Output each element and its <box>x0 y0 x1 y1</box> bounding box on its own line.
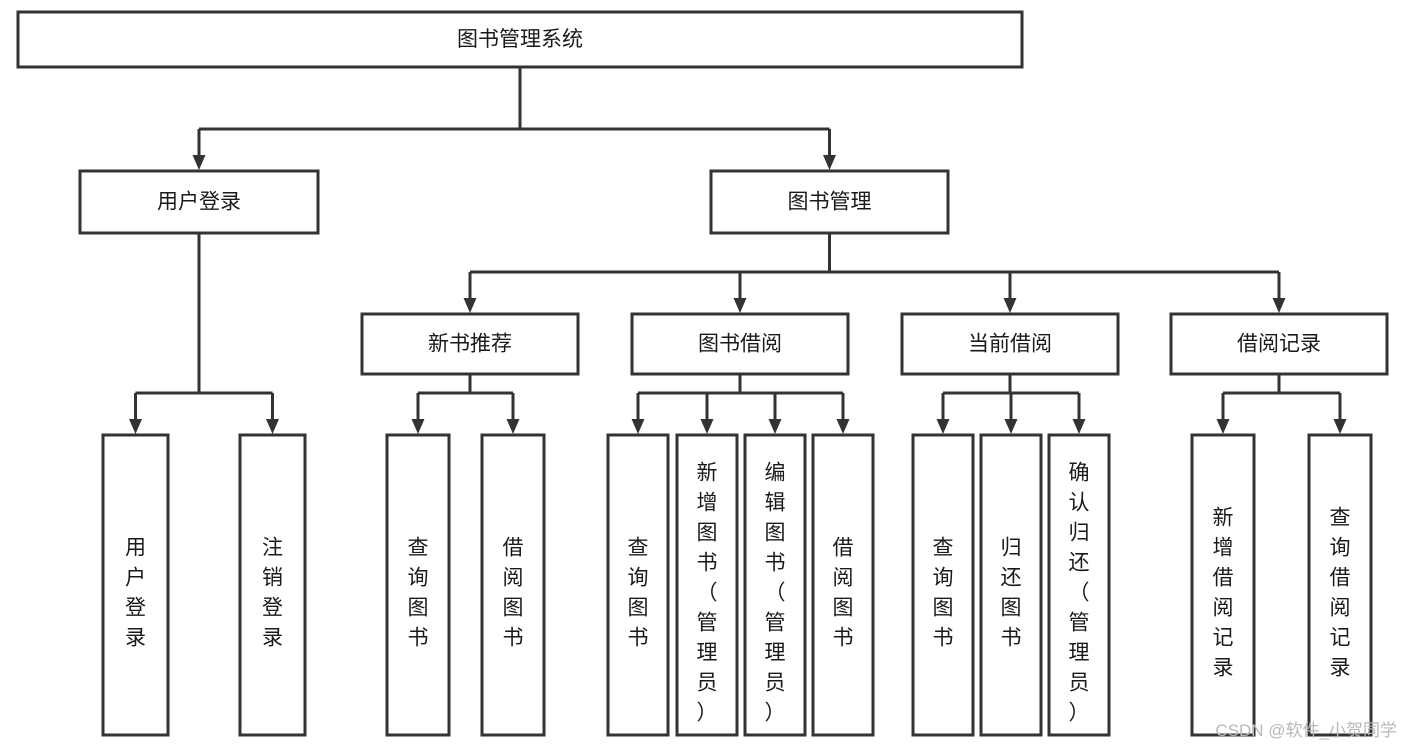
arrowhead-icon <box>266 419 279 434</box>
node-label: 借阅图书 <box>503 536 524 649</box>
edge-group-l2_user_login <box>129 233 279 434</box>
node-box[interactable] <box>238 433 307 737</box>
node-label: 新书推荐 <box>428 333 512 356</box>
edge-group-root <box>192 67 836 170</box>
node-box[interactable] <box>1307 433 1373 737</box>
arrowhead-icon <box>1003 298 1017 313</box>
node-layer: 图书管理系统用户登录图书管理新书推荐图书借阅当前借阅借阅记录用户登录注销登录查询… <box>16 10 1389 737</box>
node-leaf-add-record[interactable]: 新增借阅记录 <box>1190 433 1256 737</box>
node-leaf-borrow-book-2[interactable]: 借阅图书 <box>811 433 875 737</box>
node-label: 编辑图书（管理员） <box>765 461 786 724</box>
arrowhead-icon <box>411 419 425 434</box>
node-label: 查询图书 <box>933 536 954 649</box>
node-leaf-confirm-return[interactable]: 确认归还（管理员） <box>1047 433 1111 737</box>
node-label: 图书借阅 <box>698 333 782 356</box>
node-box[interactable] <box>630 312 850 376</box>
arrowhead-icon <box>823 155 836 170</box>
node-box[interactable] <box>16 10 1024 69</box>
node-l3-borrow-record[interactable]: 借阅记录 <box>1169 312 1389 376</box>
node-box[interactable] <box>743 433 807 737</box>
arrowhead-icon <box>1333 419 1347 434</box>
node-label: 查询图书 <box>628 536 649 649</box>
node-label: 新增借阅记录 <box>1213 506 1234 679</box>
arrowhead-icon <box>733 298 747 313</box>
edge-group-l3_book_borrow <box>631 374 850 434</box>
node-l3-book-borrow[interactable]: 图书借阅 <box>630 312 850 376</box>
arrowhead-icon <box>700 419 714 434</box>
node-box[interactable] <box>811 433 875 737</box>
arrowhead-icon <box>129 419 142 434</box>
node-leaf-query-record[interactable]: 查询借阅记录 <box>1307 433 1373 737</box>
node-box[interactable] <box>78 169 320 235</box>
node-box[interactable] <box>360 312 580 376</box>
arrowhead-icon <box>1004 419 1018 434</box>
node-box[interactable] <box>979 433 1043 737</box>
node-box[interactable] <box>1047 433 1111 737</box>
arrowhead-icon <box>631 419 645 434</box>
arrowhead-icon <box>936 419 950 434</box>
node-leaf-logout[interactable]: 注销登录 <box>238 433 307 737</box>
node-label: 确认归还（管理员） <box>1069 461 1090 724</box>
node-label: 当前借阅 <box>968 333 1052 356</box>
edge-group-l3_current_borrow <box>936 374 1086 434</box>
node-box[interactable] <box>900 312 1120 376</box>
arrowhead-icon <box>768 419 782 434</box>
node-label: 新增图书（管理员） <box>697 461 718 724</box>
node-label: 图书管理系统 <box>457 28 583 51</box>
node-label: 图书管理 <box>788 191 872 214</box>
node-label: 借阅记录 <box>1237 333 1321 356</box>
node-box[interactable] <box>1190 433 1256 737</box>
node-box[interactable] <box>709 169 950 235</box>
node-box[interactable] <box>911 433 975 737</box>
node-box[interactable] <box>606 433 670 737</box>
node-leaf-add-book[interactable]: 新增图书（管理员） <box>675 433 739 737</box>
node-leaf-edit-book[interactable]: 编辑图书（管理员） <box>743 433 807 737</box>
node-box[interactable] <box>480 433 546 737</box>
node-box[interactable] <box>1169 312 1389 376</box>
arrowhead-icon <box>1216 419 1230 434</box>
edge-group-l2_book_mgmt <box>463 233 1286 313</box>
node-leaf-borrow-book-1[interactable]: 借阅图书 <box>480 433 546 737</box>
arrowhead-icon <box>1072 419 1086 434</box>
node-l3-current-borrow[interactable]: 当前借阅 <box>900 312 1120 376</box>
node-box[interactable] <box>675 433 739 737</box>
node-box[interactable] <box>101 433 170 737</box>
node-leaf-user-login[interactable]: 用户登录 <box>101 433 170 737</box>
arrowhead-icon <box>506 419 520 434</box>
node-label: 查询图书 <box>408 536 429 649</box>
node-leaf-return-book[interactable]: 归还图书 <box>979 433 1043 737</box>
node-label: 查询借阅记录 <box>1330 506 1351 679</box>
node-leaf-query-book-2[interactable]: 查询图书 <box>606 433 670 737</box>
node-l2-user-login[interactable]: 用户登录 <box>78 169 320 235</box>
node-label: 借阅图书 <box>833 536 854 649</box>
edge-layer <box>129 67 1347 434</box>
node-label: 归还图书 <box>1001 536 1022 649</box>
arrowhead-icon <box>836 419 850 434</box>
node-box[interactable] <box>385 433 451 737</box>
edge-group-l3_new_book_rec <box>411 374 520 434</box>
node-root[interactable]: 图书管理系统 <box>16 10 1024 69</box>
node-l3-new-book-rec[interactable]: 新书推荐 <box>360 312 580 376</box>
arrowhead-icon <box>1272 298 1286 313</box>
node-label: 用户登录 <box>125 536 146 649</box>
edge-group-l3_borrow_record <box>1216 374 1347 434</box>
node-leaf-query-book-3[interactable]: 查询图书 <box>911 433 975 737</box>
node-label: 用户登录 <box>157 191 241 214</box>
arrowhead-icon <box>463 298 477 313</box>
node-label: 注销登录 <box>262 536 283 649</box>
arrowhead-icon <box>192 155 206 170</box>
node-l2-book-mgmt[interactable]: 图书管理 <box>709 169 950 235</box>
node-leaf-query-book-1[interactable]: 查询图书 <box>385 433 451 737</box>
